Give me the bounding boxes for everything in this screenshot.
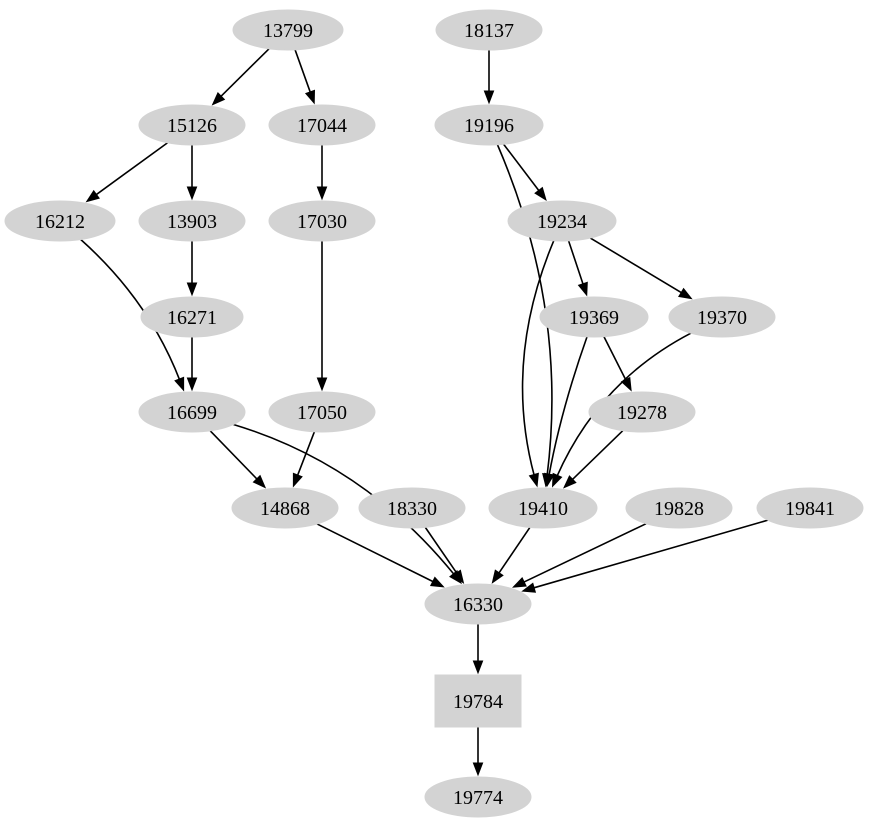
node-ellipse-18137[interactable] xyxy=(435,9,543,51)
node-ellipse-19410[interactable] xyxy=(488,487,598,529)
edge-arrowhead xyxy=(85,189,100,203)
node-17030[interactable]: 17030 xyxy=(268,200,376,242)
edge-arrowhead xyxy=(211,92,226,106)
edge-19369-to-19410 xyxy=(548,336,588,477)
edge-16699-to-14868 xyxy=(209,430,259,481)
edge-arrowhead xyxy=(174,376,185,392)
node-ellipse-14868[interactable] xyxy=(231,487,339,529)
edge-arrowhead xyxy=(528,472,539,488)
node-ellipse-16330[interactable] xyxy=(424,583,532,625)
edge-19234-to-19370 xyxy=(589,237,684,295)
edge-13799-to-15126 xyxy=(219,48,270,99)
edge-arrowhead xyxy=(304,89,316,105)
node-ellipse-16212[interactable] xyxy=(4,200,116,242)
edge-arrowhead xyxy=(563,475,577,489)
node-ellipse-15126[interactable] xyxy=(138,104,246,146)
edge-16699-to-16330 xyxy=(233,423,456,576)
node-ellipse-13799[interactable] xyxy=(232,9,344,51)
node-19784[interactable]: 19784 xyxy=(434,674,522,728)
edge-arrowhead xyxy=(491,569,504,584)
node-ellipse-19196[interactable] xyxy=(434,104,544,146)
edge-13799-to-17044 xyxy=(294,49,312,95)
node-ellipse-16271[interactable] xyxy=(140,296,244,338)
edge-arrowhead xyxy=(186,282,198,297)
edge-19828-to-16330 xyxy=(521,522,647,584)
node-19828[interactable]: 19828 xyxy=(625,487,733,529)
edge-arrowhead xyxy=(429,576,445,588)
node-13799[interactable]: 13799 xyxy=(232,9,344,51)
edge-arrowhead xyxy=(316,186,328,201)
node-17044[interactable]: 17044 xyxy=(268,104,376,146)
edge-14868-to-16330 xyxy=(316,523,435,584)
edge-arrowhead xyxy=(186,377,198,392)
node-16212[interactable]: 16212 xyxy=(4,200,116,242)
edge-arrowhead xyxy=(544,472,555,488)
edge-arrowhead xyxy=(292,472,303,488)
edge-arrowhead xyxy=(186,186,198,201)
edge-arrowhead xyxy=(521,582,537,593)
node-ellipse-19370[interactable] xyxy=(668,296,776,338)
edge-arrowhead xyxy=(451,569,465,584)
node-ellipse-17044[interactable] xyxy=(268,104,376,146)
node-ellipse-19841[interactable] xyxy=(756,487,864,529)
edge-19196-to-19234 xyxy=(503,143,541,193)
edge-arrowhead xyxy=(512,576,527,588)
node-19369[interactable]: 19369 xyxy=(539,296,649,338)
node-18137[interactable]: 18137 xyxy=(435,9,543,51)
node-17050[interactable]: 17050 xyxy=(268,391,376,433)
edge-arrowhead xyxy=(252,474,267,489)
edge-arrowhead xyxy=(316,377,328,392)
node-16330[interactable]: 16330 xyxy=(424,583,532,625)
node-14868[interactable]: 14868 xyxy=(231,487,339,529)
node-box-19784[interactable] xyxy=(434,674,522,728)
node-ellipse-19828[interactable] xyxy=(625,487,733,529)
edge-arrowhead xyxy=(577,281,588,297)
node-16699[interactable]: 16699 xyxy=(138,391,246,433)
edge-18330-to-16330 xyxy=(424,526,459,576)
edge-17050-to-14868 xyxy=(296,431,316,478)
edge-16212-to-16699 xyxy=(80,238,181,382)
node-ellipse-13903[interactable] xyxy=(138,200,246,242)
node-13903[interactable]: 13903 xyxy=(138,200,246,242)
edge-19369-to-19278 xyxy=(603,336,628,382)
node-19278[interactable]: 19278 xyxy=(588,391,696,433)
edge-19841-to-16330 xyxy=(531,519,769,590)
node-19841[interactable]: 19841 xyxy=(756,487,864,529)
edge-19370-to-19410 xyxy=(555,332,692,478)
node-19196[interactable]: 19196 xyxy=(434,104,544,146)
node-19774[interactable]: 19774 xyxy=(424,776,532,818)
node-ellipse-18330[interactable] xyxy=(358,487,466,529)
edge-19410-to-16330 xyxy=(497,526,531,575)
node-ellipse-19774[interactable] xyxy=(424,776,532,818)
node-ellipse-17030[interactable] xyxy=(268,200,376,242)
edge-arrowhead xyxy=(534,186,547,202)
edge-19234-to-19369 xyxy=(567,240,585,286)
node-18330[interactable]: 18330 xyxy=(358,487,466,529)
edge-arrowhead xyxy=(678,287,693,300)
node-ellipse-19369[interactable] xyxy=(539,296,649,338)
node-16271[interactable]: 16271 xyxy=(140,296,244,338)
node-19234[interactable]: 19234 xyxy=(507,200,617,242)
node-ellipse-16699[interactable] xyxy=(138,391,246,433)
edge-arrowhead xyxy=(472,660,484,675)
edge-arrowhead xyxy=(472,762,484,777)
edge-arrowhead xyxy=(483,90,495,105)
node-15126[interactable]: 15126 xyxy=(138,104,246,146)
edge-arrowhead xyxy=(551,472,563,488)
node-19410[interactable]: 19410 xyxy=(488,487,598,529)
node-19370[interactable]: 19370 xyxy=(668,296,776,338)
edge-19278-to-19410 xyxy=(570,430,624,482)
node-ellipse-19278[interactable] xyxy=(588,391,696,433)
edge-19234-to-19410 xyxy=(521,240,555,477)
node-ellipse-19234[interactable] xyxy=(507,200,617,242)
edge-15126-to-16212 xyxy=(94,142,169,197)
node-ellipse-17050[interactable] xyxy=(268,391,376,433)
